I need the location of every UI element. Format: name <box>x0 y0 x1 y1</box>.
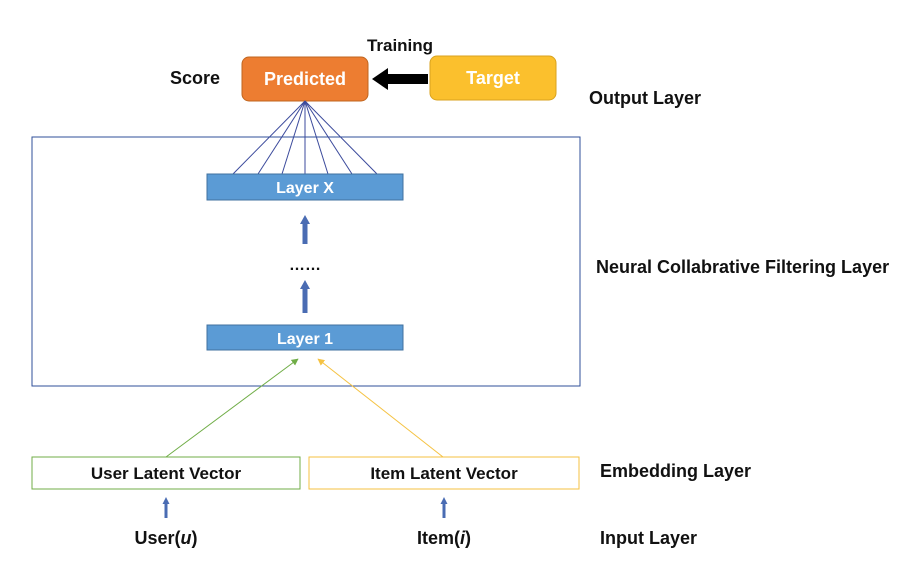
user-latent-vector-box <box>31 456 301 490</box>
predicted-label: Predicted <box>264 69 346 89</box>
target-box <box>429 55 557 101</box>
item-input-var: i <box>460 528 466 548</box>
user-input-prefix: User( <box>134 528 180 548</box>
training-label: Training <box>367 36 433 55</box>
score-label: Score <box>170 68 220 88</box>
ncf-container <box>31 136 581 387</box>
item-input-arrow-icon <box>440 497 448 518</box>
layer-1-label: Layer 1 <box>277 331 333 348</box>
user-input-suffix: ) <box>192 528 198 548</box>
user-embedding-arrow <box>165 358 299 458</box>
user-input-var: u <box>181 528 192 548</box>
embedding-layer-label: Embedding Layer <box>600 461 751 481</box>
item-input-suffix: ) <box>465 528 471 548</box>
connector-line <box>232 100 306 175</box>
item-latent-vector-box <box>308 456 580 490</box>
ncf-layer-label: Neural Collabrative Filtering Layer <box>596 257 889 277</box>
connector-line <box>304 100 378 175</box>
layer-x-label: Layer X <box>276 180 334 197</box>
target-label: Target <box>466 68 520 88</box>
item-input-prefix: Item( <box>417 528 460 548</box>
ellipsis-label: …… <box>289 257 321 274</box>
item-input-label: Item(i) <box>417 528 471 548</box>
connector-line <box>281 100 306 175</box>
item-embedding-arrow <box>317 358 444 458</box>
up-arrow-icon <box>300 215 310 244</box>
item-latent-vector-label: Item Latent Vector <box>370 464 518 483</box>
up-arrow-icon <box>300 280 310 313</box>
layer-x-box <box>206 173 404 201</box>
connector-line <box>304 100 329 175</box>
fan-connectors <box>232 100 378 175</box>
user-latent-vector-label: User Latent Vector <box>91 464 242 483</box>
training-arrow-icon <box>372 68 428 90</box>
output-layer-label: Output Layer <box>589 88 701 108</box>
layer-1-box <box>206 324 404 351</box>
user-input-label: User(u) <box>134 528 197 548</box>
connector-line <box>257 100 306 175</box>
input-layer-label: Input Layer <box>600 528 697 548</box>
connector-line <box>304 100 353 175</box>
user-input-arrow-icon <box>162 497 170 518</box>
